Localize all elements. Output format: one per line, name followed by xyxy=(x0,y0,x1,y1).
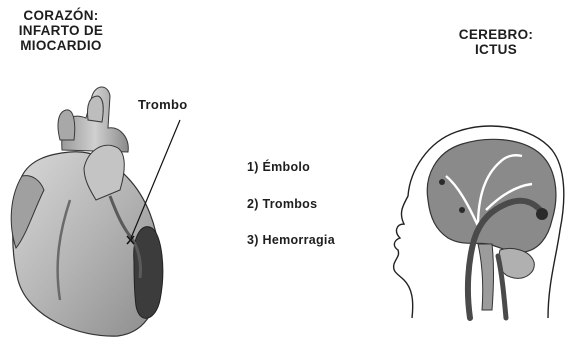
thrombus-pointer xyxy=(131,120,180,238)
brain-title-line2: ICTUS xyxy=(447,42,545,57)
infarct-region xyxy=(134,227,163,319)
heart-title: CORAZÓN: INFARTO DE MIOCARDIO xyxy=(2,8,120,53)
heart-illustration xyxy=(11,87,180,336)
aortic-branch-1 xyxy=(58,110,75,140)
brain-title: CEREBRO: ICTUS xyxy=(447,27,545,57)
stroke-clot xyxy=(536,208,548,220)
marker-1 xyxy=(439,179,445,185)
heart-title-line1: CORAZÓN: xyxy=(2,8,120,23)
brain-mass xyxy=(427,139,556,252)
head-illustration xyxy=(394,126,564,318)
marker-2 xyxy=(459,207,465,213)
cause-embolus: 1) Émbolo xyxy=(247,160,310,174)
heart-title-line3: MIOCARDIO xyxy=(2,38,120,53)
brain-title-line1: CEREBRO: xyxy=(447,27,545,42)
heart-title-line2: INFARTO DE xyxy=(2,23,120,38)
thrombus-label: Trombo xyxy=(138,97,187,112)
aortic-branch-2 xyxy=(87,96,103,122)
cause-thrombi: 2) Trombos xyxy=(247,197,317,211)
cause-hemorrhage: 3) Hemorragia xyxy=(247,233,335,247)
